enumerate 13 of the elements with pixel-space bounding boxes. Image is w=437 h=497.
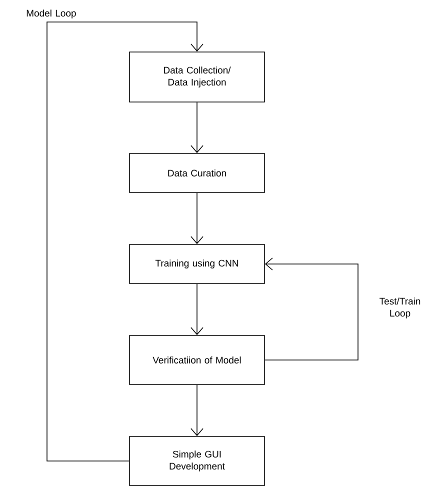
arrow [46, 22, 204, 462]
arrow [190, 284, 204, 336]
process-box: Data Curation [129, 153, 265, 193]
arrow [190, 102, 204, 154]
process-box: Verificatiion of Model [129, 335, 265, 385]
arrow [264, 258, 358, 360]
edge-label: Test/Train Loop [380, 298, 420, 318]
edge-label: Model Loop [26, 10, 76, 18]
arrow [190, 384, 204, 436]
process-box: Training using CNN [129, 244, 265, 284]
process-box: Simple GUI Development [129, 436, 265, 486]
process-box: Data Collection/ Data Injection [129, 52, 265, 102]
arrow [190, 192, 204, 244]
